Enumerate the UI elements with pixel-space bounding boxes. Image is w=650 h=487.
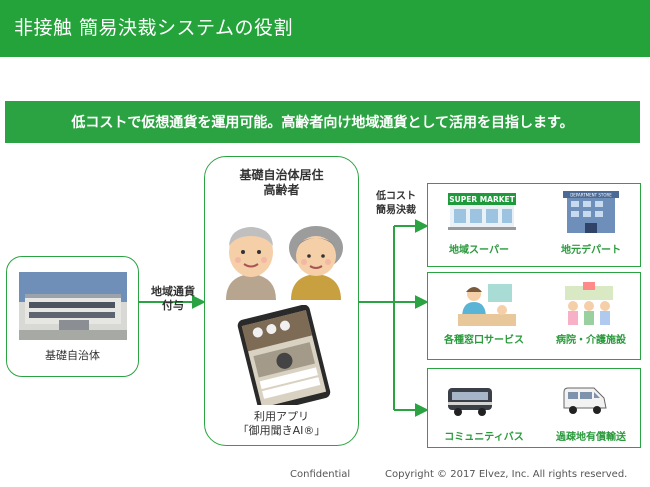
service-label-bus: コミュニティバス <box>444 432 524 443</box>
app-screenshot <box>228 304 338 414</box>
service-label-hospital: 病院・介護施設 <box>556 335 626 346</box>
service-label-supermarket: 地域スーパー <box>449 245 509 256</box>
elderly-man-icon <box>226 227 276 300</box>
supermarket-icon: SUPER MARKET <box>448 193 516 230</box>
bus-icon <box>448 388 492 416</box>
low-cost-payment-label: 低コスト 簡易決裁 <box>376 191 416 216</box>
footer-confidential: Confidential <box>290 469 351 480</box>
van-icon <box>563 387 607 414</box>
service-label-department-store: 地元デパート <box>561 245 621 256</box>
summary-banner: 低コストで仮想通貨を運用可能。高齢者向け地域通貨として活用を目指します。 <box>5 101 640 143</box>
service-label-van: 過疎地有償輸送 <box>556 432 626 443</box>
department-store-sign: DEPARTMENT STORE <box>570 193 612 198</box>
footer-copyright: Copyright © 2017 Elvez, Inc. All rights … <box>385 469 628 480</box>
currency-grant-label: 地域通貨 付与 <box>151 285 195 312</box>
department-store-icon: DEPARTMENT STORE <box>563 191 619 233</box>
service-label-service-counter: 各種窓口サービス <box>444 335 524 346</box>
page-title: 非接触 簡易決裁システムの役割 <box>14 17 293 39</box>
municipality-label: 基礎自治体 <box>45 349 100 362</box>
elderly-woman-icon <box>289 226 343 300</box>
service-counter-icon <box>458 284 516 326</box>
supermarket-sign: SUPER MARKET <box>449 195 515 204</box>
municipal-building-photo <box>19 272 127 340</box>
app-label: 利用アプリ 「御用聞きAI®」 <box>237 410 326 437</box>
elderly-residents-title: 基礎自治体居住 高齢者 <box>239 168 324 197</box>
header-bar: 非接触 簡易決裁システムの役割 <box>0 0 650 57</box>
hospital-care-icon <box>565 282 613 325</box>
